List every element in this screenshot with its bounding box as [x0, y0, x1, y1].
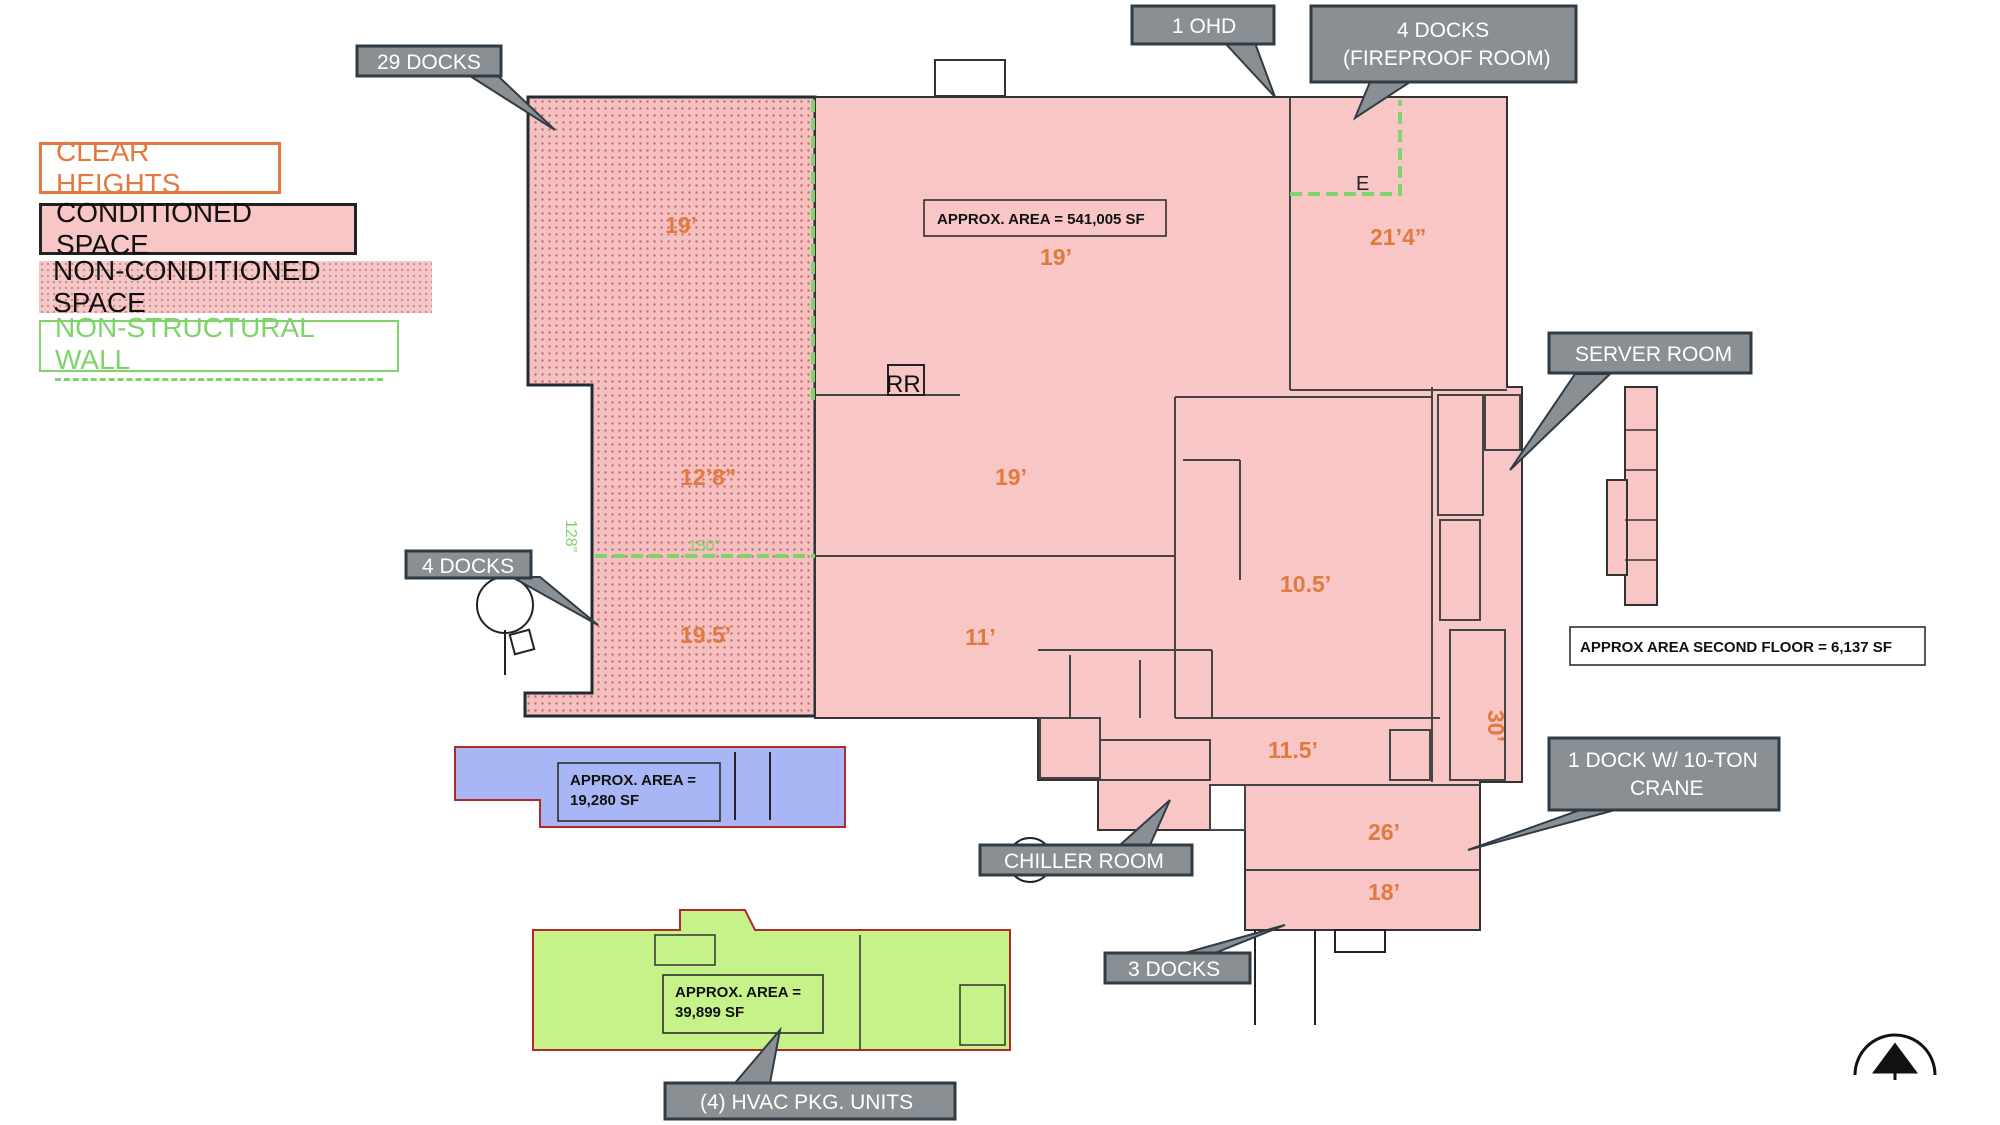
- green-area-walls: [654, 934, 1006, 1050]
- interior-walls: [815, 97, 1521, 871]
- north-arrow-icon: [1853, 1033, 1937, 1080]
- wall-label-128: 128”: [562, 520, 579, 552]
- fireproof-room-e-label: E: [1356, 173, 1369, 195]
- svg-text:SERVER ROOM: SERVER ROOM: [1575, 343, 1732, 366]
- height-label-10-5: 10.5’: [1280, 571, 1331, 597]
- legend-conditioned-space: CONDITIONED SPACE: [39, 197, 357, 260]
- svg-text:4 DOCKS: 4 DOCKS: [422, 555, 514, 578]
- non-conditioned-zone: [523, 95, 817, 718]
- restroom-label: RR: [886, 371, 921, 398]
- roof-structure: [934, 59, 1006, 97]
- legend-non-structural-wall: NON-STRUCTURAL WALL: [39, 312, 399, 381]
- legend-conditioned-space-label: CONDITIONED SPACE: [56, 197, 252, 260]
- height-label-19-mid: 19’: [995, 464, 1027, 490]
- height-label-21-4: 21’4”: [1370, 224, 1426, 250]
- callout-dock-crane: 1 DOCK W/ 10-TON CRANE: [1467, 736, 1781, 851]
- green-area-label-box: [662, 974, 824, 1034]
- height-label-30: 30’: [1483, 710, 1509, 742]
- svg-text:1 OHD: 1 OHD: [1172, 15, 1236, 38]
- legend-non-conditioned-space-label: NON-CONDITIONED SPACE: [53, 255, 321, 318]
- svg-text:4 DOCKS: 4 DOCKS: [1397, 19, 1489, 42]
- svg-text:CHILLER ROOM: CHILLER ROOM: [1004, 850, 1164, 873]
- callout-chiller-room: CHILLER ROOM: [978, 799, 1194, 877]
- callout-1-ohd: 1 OHD: [1130, 4, 1276, 98]
- callout-hvac-units: (4) HVAC PKG. UNITS: [663, 1026, 957, 1121]
- callout-29-docks: 29 DOCKS: [355, 44, 556, 131]
- legend-clear-heights-label: CLEAR HEIGHTS: [56, 136, 181, 199]
- height-label-19-nc-top: 19’: [665, 212, 697, 238]
- blue-area-label-line1: APPROX. AREA =: [570, 772, 696, 789]
- callout-4-docks: 4 DOCKS: [404, 549, 599, 626]
- height-label-11-5: 11.5’: [1268, 737, 1318, 763]
- blue-area: [454, 746, 846, 828]
- height-label-18: 18’: [1368, 879, 1400, 905]
- height-label-19-5: 19.5’: [680, 622, 731, 648]
- second-floor-plan: [1606, 386, 1658, 606]
- wall-label-150: 150”: [688, 538, 720, 555]
- svg-text:CRANE: CRANE: [1630, 777, 1704, 800]
- green-area: [532, 909, 1011, 1051]
- blue-area-label-line2: 19,280 SF: [570, 792, 639, 809]
- height-label-12-8: 12’8”: [680, 464, 736, 490]
- svg-text:(FIREPROOF ROOM): (FIREPROOF ROOM): [1343, 47, 1551, 70]
- legend-non-conditioned-space: NON-CONDITIONED SPACE: [39, 255, 432, 318]
- green-area-label-line1: APPROX. AREA =: [675, 984, 801, 1001]
- blue-area-label-box: [557, 762, 721, 822]
- legend-clear-heights: CLEAR HEIGHTS: [39, 136, 281, 199]
- legend-non-structural-wall-label: NON-STRUCTURAL WALL: [55, 312, 383, 381]
- svg-text:(4) HVAC PKG. UNITS: (4) HVAC PKG. UNITS: [700, 1091, 913, 1114]
- main-area-label-box: [923, 199, 1167, 237]
- fireproof-room-wall: [1290, 100, 1402, 196]
- svg-text:3 DOCKS: 3 DOCKS: [1128, 958, 1220, 981]
- restroom: [887, 364, 925, 396]
- svg-text:1 DOCK W/ 10-TON: 1 DOCK W/ 10-TON: [1568, 749, 1758, 772]
- callout-3-docks: 3 DOCKS: [1103, 924, 1286, 985]
- height-label-19-main: 19’: [1040, 244, 1072, 270]
- second-floor-area-label: APPROX AREA SECOND FLOOR = 6,137 SF: [1580, 639, 1892, 656]
- callout-server-room: SERVER ROOM: [1509, 331, 1753, 471]
- height-label-11: 11’: [965, 624, 996, 650]
- main-area-label: APPROX. AREA = 541,005 SF: [937, 211, 1145, 228]
- second-floor-area-label-box: [1569, 626, 1926, 666]
- height-label-26: 26’: [1368, 819, 1400, 845]
- svg-text:29 DOCKS: 29 DOCKS: [377, 51, 481, 74]
- callout-4-docks-fireproof: 4 DOCKS (FIREPROOF ROOM): [1309, 4, 1578, 121]
- green-area-label-line2: 39,899 SF: [675, 1004, 744, 1021]
